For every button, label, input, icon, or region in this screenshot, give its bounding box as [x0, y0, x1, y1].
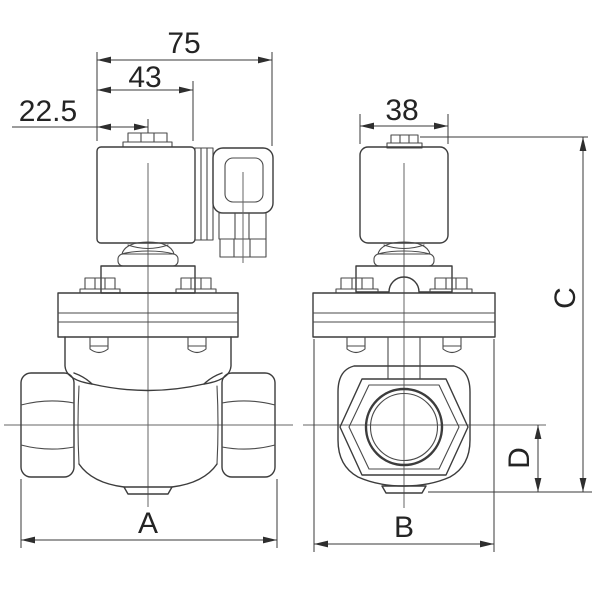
- front-valve-body: [20, 336, 276, 495]
- arrow-down-icon: [579, 478, 587, 492]
- side-centerlines: [303, 163, 546, 508]
- port-hex-inner: [348, 384, 460, 470]
- front-view: 75 43 22.5 A: [4, 27, 293, 548]
- dim-label-D: D: [503, 447, 536, 469]
- dim-center-to-base-D: D: [503, 425, 542, 492]
- arrow-down-icon: [534, 478, 542, 492]
- top-nut-hex: [127, 132, 168, 143]
- din-connector: [212, 147, 274, 263]
- arrow-left-icon: [314, 540, 328, 548]
- arrow-right-icon: [434, 122, 448, 130]
- flange-plate-side: [312, 292, 496, 338]
- dim-label-22-5: 22.5: [19, 95, 77, 128]
- flange-plate-front: [57, 292, 239, 338]
- bottom-stud-right: [187, 336, 207, 354]
- coil-body-front: [96, 146, 196, 244]
- connector-face: [224, 157, 264, 203]
- arrow-left-icon: [97, 56, 111, 64]
- side-coil-assembly: [359, 134, 449, 244]
- dim-label-75: 75: [167, 27, 200, 60]
- coil-lamination-stack: [194, 147, 214, 241]
- dim-center-offset: 22.5: [12, 95, 149, 133]
- dim-overall-top-width: 75: [96, 27, 273, 146]
- front-centerlines: [4, 163, 293, 507]
- top-nut-washer: [386, 142, 423, 149]
- arrow-right-icon: [179, 86, 193, 94]
- bonnet-right: [203, 336, 232, 385]
- dim-label-A: A: [138, 507, 158, 540]
- front-mounting: [57, 241, 239, 338]
- dim-label-43: 43: [128, 61, 161, 94]
- arrow-left-icon: [360, 122, 374, 130]
- arrow-right-icon: [258, 56, 272, 64]
- body-side-right: [216, 385, 219, 465]
- body-side-left: [77, 385, 80, 465]
- top-nut-washer: [122, 141, 173, 148]
- dim-base-width-B: B: [313, 339, 495, 552]
- bottom-pad-front: [123, 486, 173, 495]
- dim-label-B: B: [394, 511, 414, 544]
- bottom-pad-side: [381, 485, 427, 494]
- body-bottom-left-arc: [78, 463, 125, 488]
- arrow-left-icon: [21, 536, 35, 544]
- flange-bolt-left: [84, 277, 116, 290]
- body-saddle-arc: [91, 383, 205, 392]
- port-thread-outer-circle: [364, 387, 444, 467]
- top-nut-hex: [390, 134, 419, 144]
- bottom-stud-right: [442, 336, 462, 354]
- dim-body-width-A: A: [20, 479, 278, 548]
- arrow-up-icon: [534, 425, 542, 439]
- dim-coil-width: 43: [97, 61, 194, 141]
- port-hex-outer: [339, 378, 469, 476]
- arrow-right-icon: [263, 536, 277, 544]
- front-coil-assembly: [96, 132, 214, 244]
- dim-label-C: C: [549, 287, 582, 309]
- arrow-right-icon: [134, 123, 148, 131]
- armature-nut: [377, 241, 431, 255]
- dim-total-height-C: C: [420, 136, 588, 492]
- side-view: 38 C D B: [303, 94, 592, 552]
- bottom-stud-left: [346, 336, 366, 354]
- bonnet-left: [64, 336, 93, 385]
- arrow-left-icon: [97, 123, 111, 131]
- bottom-stud-left: [89, 336, 109, 354]
- coil-body-side: [359, 146, 449, 244]
- dim-coil-depth: 38: [359, 94, 449, 144]
- arrow-up-icon: [579, 137, 587, 151]
- body-bottom-right-arc: [171, 463, 218, 488]
- port-thread-inner-circle: [369, 392, 439, 462]
- hex-port-right: [221, 372, 276, 478]
- adapter-plate-side: [355, 265, 453, 293]
- dim-label-38: 38: [385, 94, 418, 127]
- arrow-left-icon: [97, 86, 111, 94]
- side-mounting: [312, 241, 496, 338]
- flange-bolt-left: [340, 277, 374, 290]
- flange-bolt-right: [434, 277, 468, 290]
- hex-port-left: [20, 372, 75, 478]
- armature-nut: [121, 241, 175, 255]
- flange-bolt-right: [180, 277, 212, 290]
- side-valve-body: [337, 336, 471, 494]
- arrow-right-icon: [480, 540, 494, 548]
